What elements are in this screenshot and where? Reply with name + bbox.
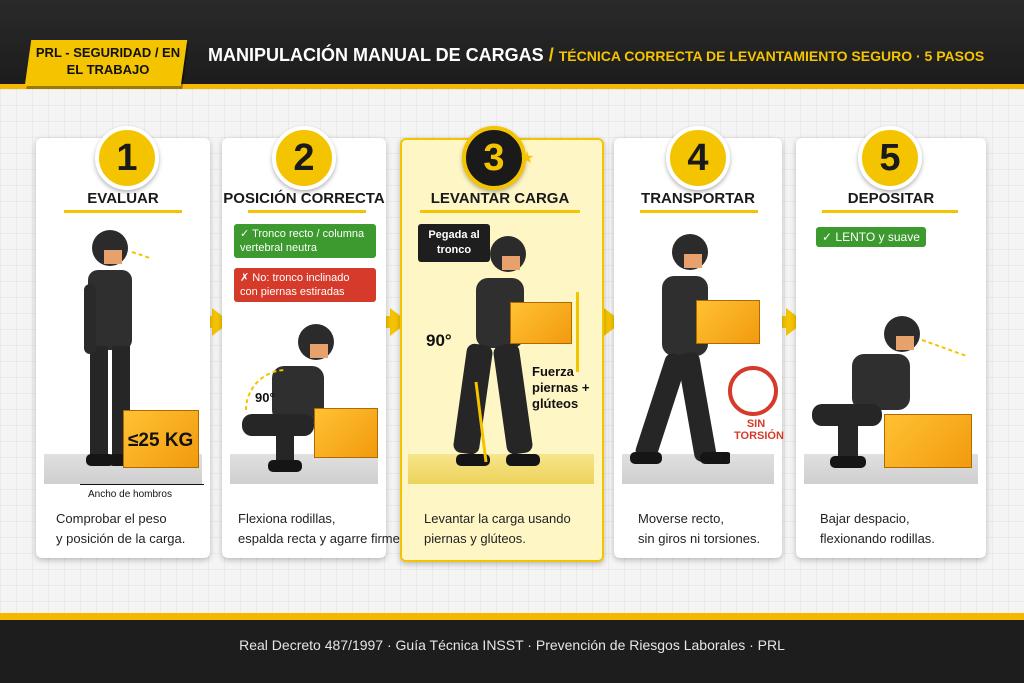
prl-tag: PRL - SEGURIDAD / EN EL TRABAJO: [35, 45, 181, 77]
floor-shadow: [408, 454, 594, 484]
force-label: Fuerza piernas + glúteos: [532, 364, 590, 411]
cargo-box: [123, 410, 199, 468]
page-title: MANIPULACIÓN MANUAL DE CARGAS / TÉCNICA …: [208, 45, 984, 66]
cargo-box: [884, 414, 972, 468]
title-underline: [640, 210, 758, 213]
step-desc-4a: Moverse recto,: [638, 511, 724, 526]
no-badge: ✗ No: tronco inclinado con piernas estir…: [234, 268, 376, 302]
angle-label: 90°: [426, 331, 452, 350]
step-desc-2a: Flexiona rodillas,: [238, 511, 336, 526]
step-desc-1b: y posición de la carga.: [56, 531, 186, 546]
squatting-worker-icon: [242, 324, 334, 472]
placing-worker-icon: [812, 316, 966, 468]
step-title-1: EVALUAR: [87, 190, 159, 207]
weight-label: ≤25 KG: [128, 430, 194, 451]
title-main: MANIPULACIÓN MANUAL DE CARGAS: [208, 45, 544, 65]
footer-bar: [0, 620, 1024, 683]
step-desc-3a: Levantar la carga usando: [424, 511, 571, 526]
step-desc-3b: piernas y glúteos.: [424, 531, 526, 546]
angle-label: 90°: [255, 390, 275, 405]
star-icon: ★: [520, 150, 535, 167]
step-desc-2b: espalda recta y agarre firme: [238, 531, 400, 546]
title-underline: [248, 210, 366, 213]
step-desc-4b: sin giros ni torsiones.: [638, 531, 761, 546]
cargo-box: [510, 302, 572, 344]
cargo-box: [696, 300, 760, 344]
lifting-worker-icon: [453, 236, 540, 466]
lift-direction-arrow: [576, 292, 579, 372]
step-desc-5a: Bajar despacio,: [820, 511, 910, 526]
step-number-4: 4: [666, 126, 730, 190]
cargo-box: [314, 408, 378, 458]
title-underline: [64, 210, 182, 213]
step-number-3: 3: [462, 126, 526, 190]
title-underline: [822, 210, 958, 213]
step-title-2: POSICIÓN CORRECTA: [223, 190, 385, 207]
standing-worker-icon: [84, 230, 150, 466]
ok-badge: ✓ Tronco recto / columna vertebral neutr…: [234, 224, 376, 258]
step-number-2: 2: [272, 126, 336, 190]
shoulder-width-label: Ancho de hombros: [88, 489, 172, 500]
note-badge: Pegada al tronco: [418, 224, 490, 262]
floor-shadow: [230, 454, 378, 484]
step-title-5: DEPOSITAR: [847, 190, 935, 207]
title-underline: [420, 210, 580, 213]
footer-sources: Real Decreto 487/1997 · Guía Técnica INS…: [239, 637, 785, 653]
footer-divider: [0, 613, 1024, 620]
step-desc-1a: Comprobar el peso: [56, 511, 167, 526]
title-subtitle: TÉCNICA CORRECTA DE LEVANTAMIENTO SEGURO…: [558, 48, 985, 64]
header-divider: [0, 84, 1024, 89]
step-desc-5b: flexionando rodillas.: [820, 531, 935, 546]
step-title-3: LEVANTAR CARGA: [430, 190, 570, 207]
step-title-4: TRANSPORTAR: [641, 190, 755, 207]
walking-worker-icon: [630, 234, 730, 464]
ok-badge: ✓ LENTO y suave: [816, 227, 926, 247]
shoulder-width-line: [80, 484, 204, 485]
step-number-1: 1: [95, 126, 159, 190]
no-twist-label: SIN TORSIÓN: [734, 418, 784, 442]
step-number-5: 5: [858, 126, 922, 190]
title-separator: /: [548, 45, 554, 65]
no-twist-sign-icon: [728, 366, 778, 416]
